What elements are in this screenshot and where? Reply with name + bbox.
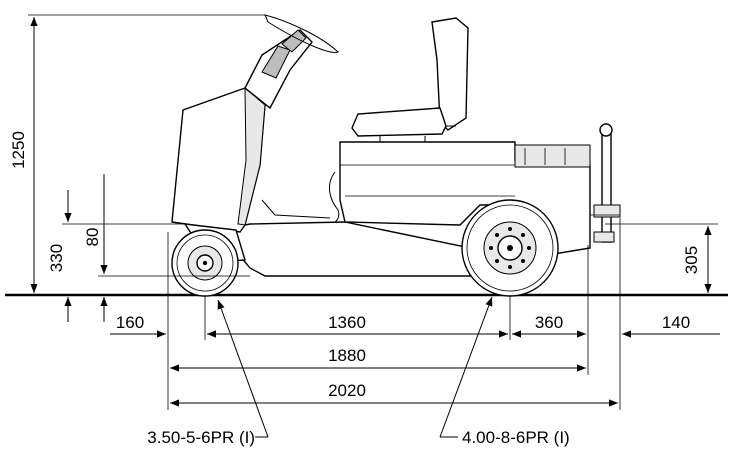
rear-wheel (461, 199, 559, 297)
dim-hitch-length: 140 (560, 313, 720, 338)
label-wheelbase: 1360 (328, 313, 366, 332)
dim-hitch-height: 305 (682, 226, 712, 293)
dim-overall-height: 1250 (9, 17, 38, 293)
label-body-length: 1880 (328, 346, 366, 365)
label-rear-tire: 4.00-8-6PR (I) (462, 428, 570, 447)
label-hitch-height: 305 (682, 246, 701, 274)
dim-wheelbase: 1360 (207, 313, 508, 338)
dim-body-length: 1880 (170, 346, 586, 372)
label-overall-height: 1250 (9, 131, 28, 169)
steering (244, 14, 339, 110)
dim-rear-overhang: 360 (512, 313, 586, 338)
label-hitch-length: 140 (662, 313, 690, 332)
callout-front-tire: 3.50-5-6PR (I) (147, 299, 269, 447)
dim-front-overhang: 160 (110, 313, 240, 338)
label-front-clearance: 80 (83, 228, 102, 247)
label-ground-to-frame: 330 (47, 244, 66, 272)
label-overall-length: 2020 (328, 381, 366, 400)
label-front-tire: 3.50-5-6PR (I) (147, 428, 255, 447)
dim-overall-length: 2020 (170, 381, 618, 407)
label-front-overhang: 160 (116, 313, 144, 332)
hitch-post (590, 123, 621, 243)
label-rear-overhang: 360 (535, 313, 563, 332)
dim-ground-to-frame: 330 (47, 190, 72, 322)
dim-front-clearance: 80 (83, 174, 108, 322)
chassis (216, 221, 471, 277)
extension-lines (28, 14, 718, 410)
seat (351, 17, 469, 142)
callout-rear-tire: 4.00-8-6PR (I) (439, 296, 570, 447)
vehicle-illustration (5, 14, 728, 297)
front-wheel (171, 229, 239, 297)
